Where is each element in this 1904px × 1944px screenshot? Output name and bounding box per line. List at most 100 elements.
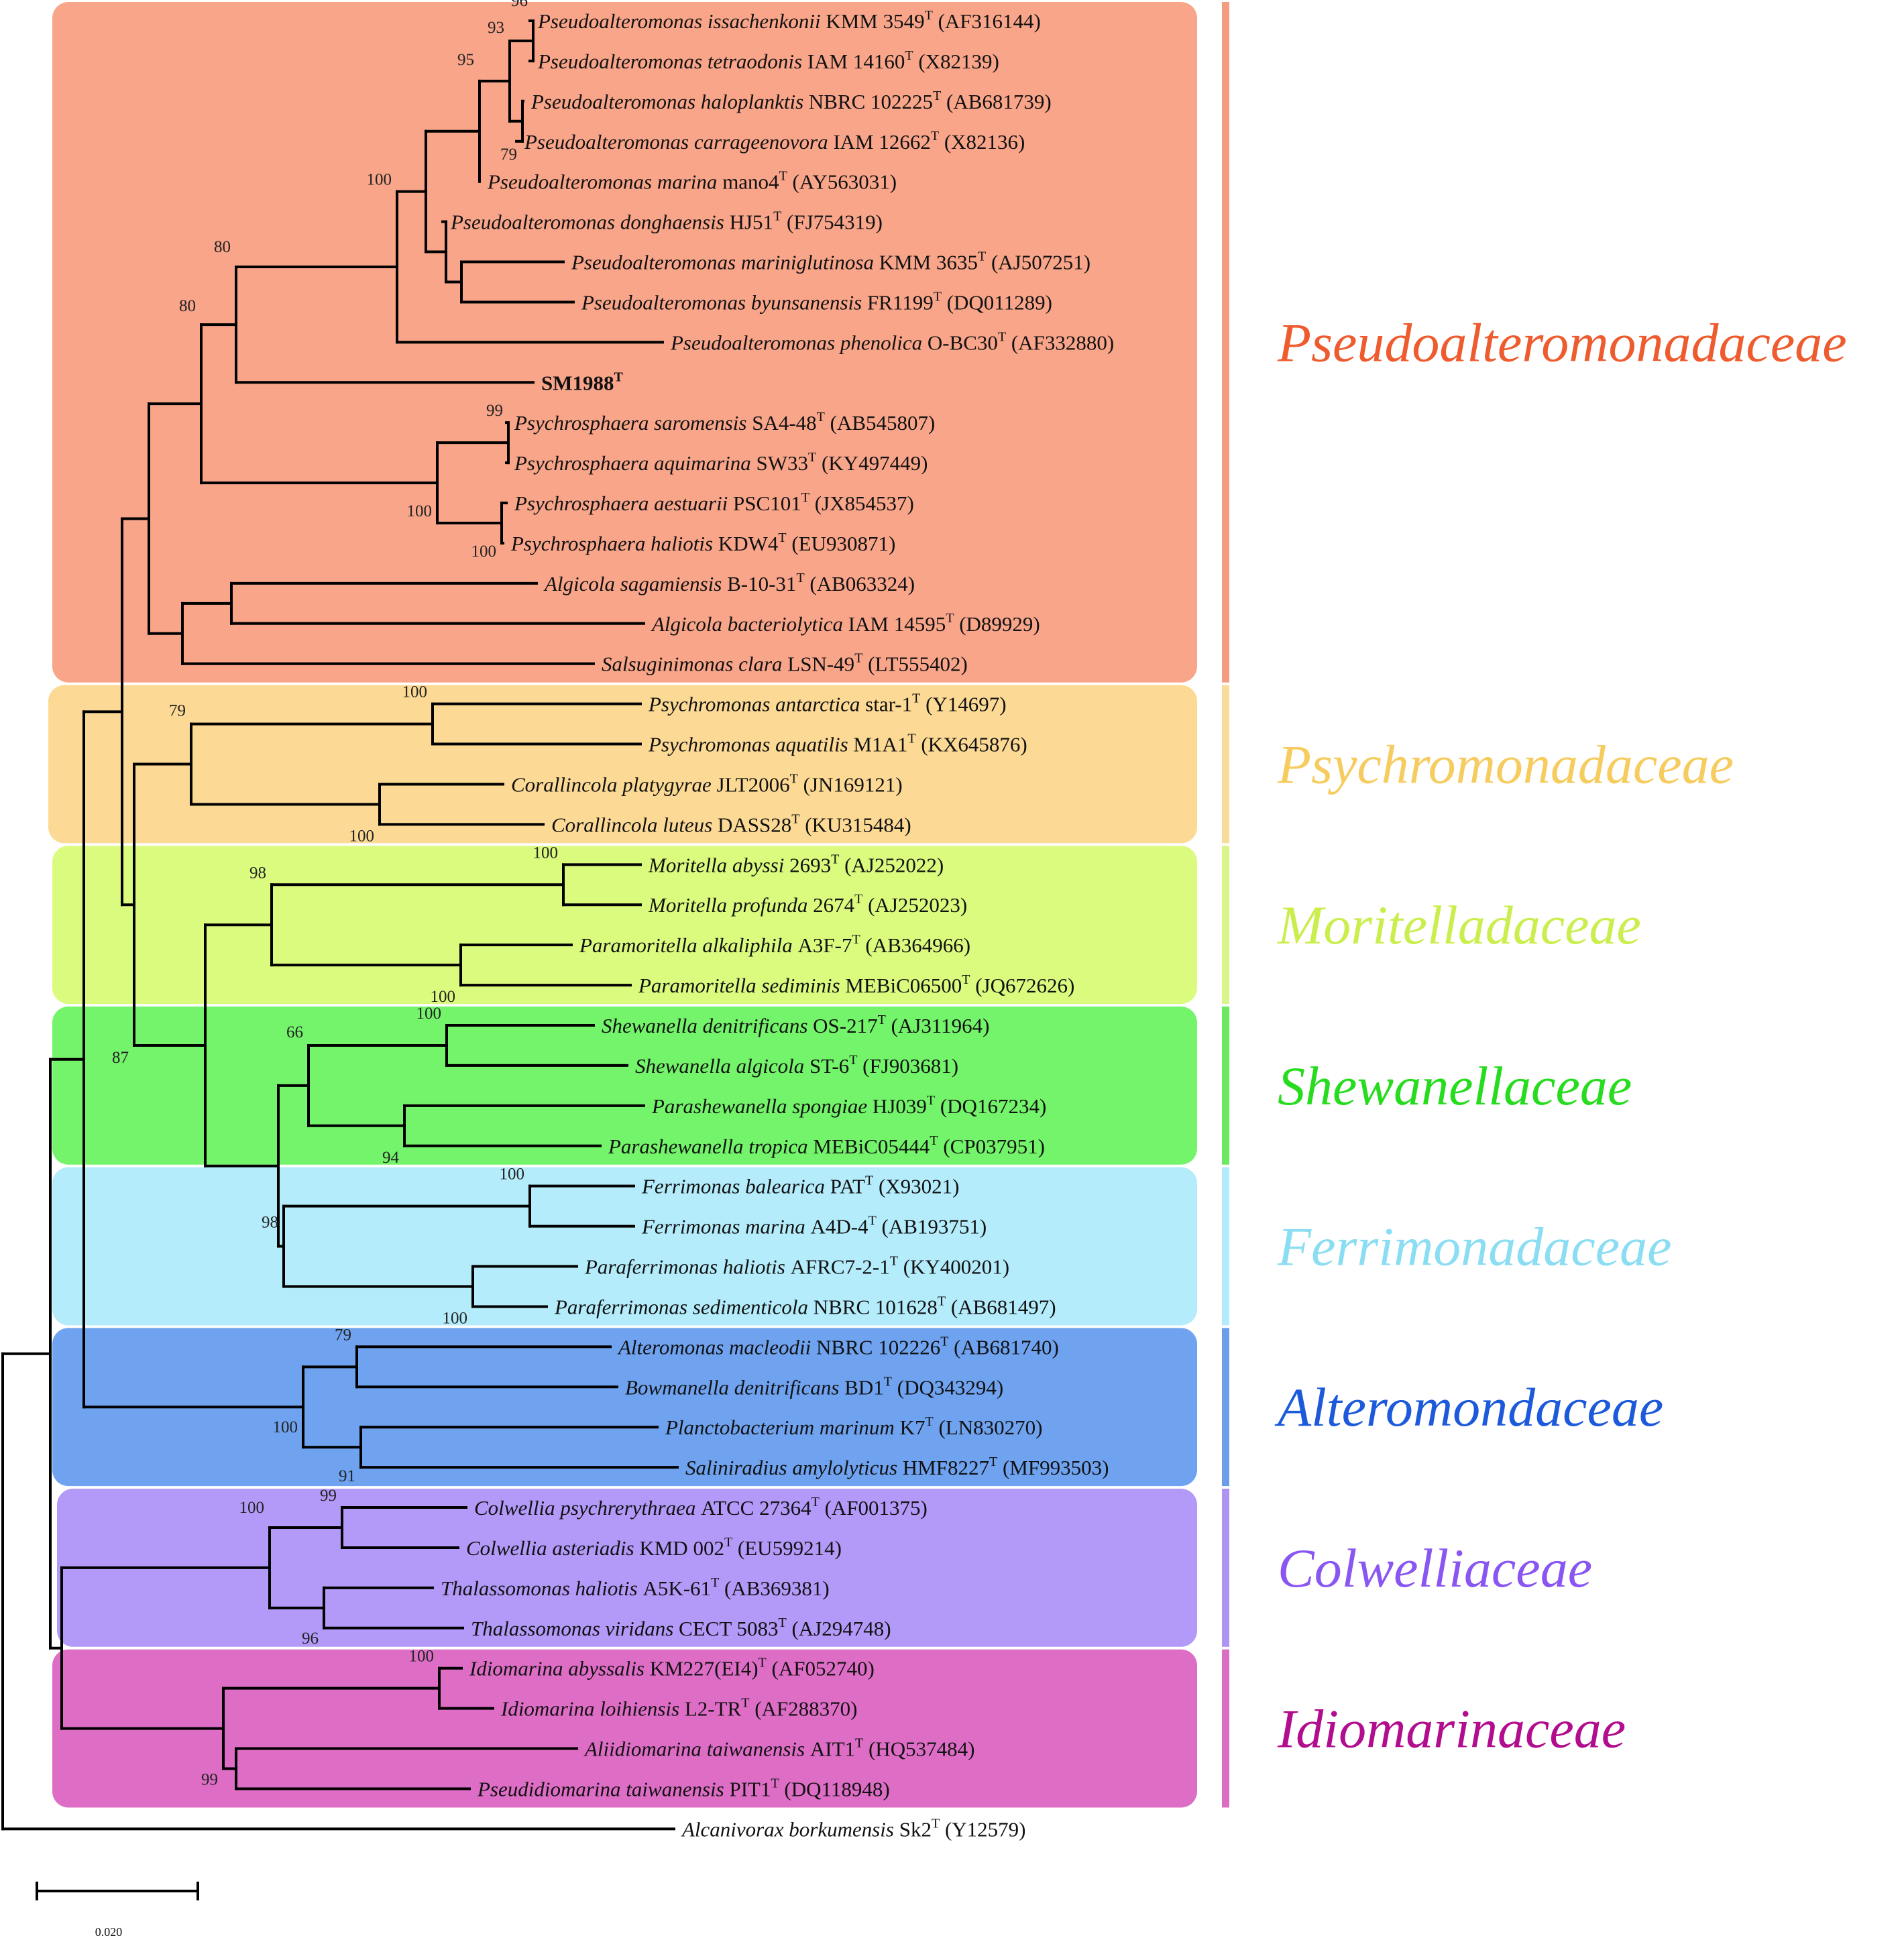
type-strain-marker: T [854,651,862,666]
taxon-species: Idiomarina abyssalis [469,1657,650,1680]
type-strain-marker: T [854,892,862,907]
taxon-label: Colwellia asteriadis KMD 002T (EU599214) [466,1535,842,1560]
taxon-accession: (DQ167234) [935,1094,1046,1118]
taxon-label: Thalassomonas haliotis A5K-61T (AB369381… [441,1575,830,1600]
taxon-species: Planctobacterium marinum [665,1416,900,1439]
taxon-strain: PSC101 [733,492,801,515]
taxon-strain: PIT1 [729,1777,771,1800]
taxon-label: Psychromonas antarctica star-1T (Y14697) [648,691,1007,716]
taxon-accession: (DQ011289) [942,290,1052,314]
taxon-strain: 2674 [813,893,855,917]
taxon-strain: MEBiC05444 [813,1135,930,1158]
taxon-strain: K7 [900,1416,926,1439]
family-bar-psychro [1222,685,1229,844]
taxon-accession: (KY497449) [816,451,928,475]
taxon-strain: JLT2006 [717,773,790,796]
type-strain-marker: T [930,1133,938,1148]
type-strain-marker: T [989,1454,997,1469]
type-strain-marker: T [773,209,781,224]
taxon-accession: (AB681740) [948,1335,1058,1359]
taxon-label: Pseudoalteromonas carrageenovora IAM 126… [524,129,1025,154]
type-strain-marker: T [927,1093,935,1108]
taxon-strain: OS-217 [813,1014,877,1037]
family-bar-ferri [1222,1167,1229,1326]
type-strain-marker: T [614,369,624,384]
taxon-label: Alcanivorax borkumensis Sk2T (Y12579) [681,1816,1025,1841]
bootstrap-value: 100 [471,542,497,561]
family-label-ferri: Ferrimonadaceae [1277,1216,1672,1277]
family-bar-shew [1222,1007,1229,1165]
taxon-label: Ferrimonas marina A4D-4T (AB193751) [641,1214,987,1239]
taxon-accession: (AB681497) [946,1295,1056,1318]
taxon-accession: (MF993503) [997,1456,1109,1479]
taxon-accession: (AB681739) [941,90,1051,113]
taxon-strain: SM1988 [541,371,614,394]
family-label-idio: Idiomarinaceae [1277,1699,1626,1760]
bootstrap-value: 96 [511,0,528,10]
type-strain-marker: T [796,571,804,585]
taxon-label: Parashewanella spongiae HJ039T (DQ167234… [651,1093,1046,1118]
taxon-species: Shewanella denitrificans [602,1014,813,1037]
taxon-label: Paraferrimonas haliotis AFRC7-2-1T (KY40… [584,1254,1009,1279]
taxon-species: Algicola bacteriolytica [651,612,848,636]
taxon-label: Parashewanella tropica MEBiC05444T (CP03… [608,1133,1045,1158]
taxon-label: Pseudidiomarina taiwanensis PIT1T (DQ118… [477,1776,890,1800]
taxon-accession: (Y12579) [940,1817,1025,1841]
taxon-accession: (EU599214) [732,1536,842,1560]
taxon-species: Psychrosphaera haliotis [510,532,718,555]
taxon-accession: (EU930871) [787,532,896,555]
taxon-label: Colwellia psychrerythraea ATCC 27364T (A… [474,1495,928,1520]
type-strain-marker: T [890,1254,898,1269]
bootstrap-value: 79 [500,146,517,164]
type-strain-marker: T [998,329,1006,344]
taxon-label: Pseudoalteromonas haloplanktis NBRC 1022… [530,89,1052,113]
taxon-strain: LSN-49 [787,652,854,676]
type-strain-marker: T [912,691,920,706]
taxon-strain: HMF8227 [903,1456,989,1479]
taxon-strain: ST-6 [809,1054,849,1078]
bootstrap-values: 9693799510080809910010010079100100981001… [112,0,558,1789]
type-strain-marker: T [933,89,941,103]
taxon-accession: (FJ754319) [781,211,883,234]
taxon-strain: O-BC30 [928,331,998,354]
taxon-label: Shewanella denitrificans OS-217T (AJ3119… [602,1013,990,1037]
taxon-species: Ferrimonas marina [641,1215,810,1239]
taxon-accession: (KU315484) [799,813,911,836]
taxon-label: Psychrosphaera haliotis KDW4T (EU930871) [510,530,895,555]
family-label-psychro: Psychromonadaceae [1277,734,1734,795]
taxon-label: Pseudoalteromonas byunsanensis FR1199T (… [581,289,1052,314]
taxon-label: Psychromonas aquatilis M1A1T (KX645876) [648,732,1027,756]
taxon-species: Ferrimonas balearica [641,1175,830,1198]
taxon-species: Parashewanella spongiae [651,1094,873,1118]
type-strain-marker: T [946,611,954,626]
taxon-strain: KMM 3549 [826,9,924,33]
taxon-strain: CECT 5083 [679,1617,778,1640]
taxon-accession: (X93021) [873,1175,959,1198]
taxon-accession: (JX854537) [809,492,914,515]
taxon-label: Algicola sagamiensis B-10-31T (AB063324) [543,571,915,595]
taxon-accession: (AB369381) [719,1577,829,1600]
taxon-label: Paramoritella sediminis MEBiC06500T (JQ6… [638,972,1074,997]
taxon-species: Parashewanella tropica [608,1135,813,1158]
taxon-strain: NBRC 101628 [814,1295,938,1318]
taxon-strain: KMM 3635 [879,251,978,274]
family-label-morit: Moritelladaceae [1277,895,1641,956]
type-strain-marker: T [801,490,809,505]
taxon-species: Psychromonas antarctica [648,693,865,716]
taxon-strain: mano4 [722,170,779,194]
type-strain-marker: T [811,1495,820,1509]
taxon-accession: (AF332880) [1006,331,1114,354]
type-strain-marker: T [932,1816,940,1831]
type-strain-marker: T [849,1053,857,1068]
taxon-accession: (LN830270) [934,1416,1043,1439]
taxon-label: Algicola bacteriolytica IAM 14595T (D899… [651,611,1040,636]
bootstrap-value: 87 [112,1049,129,1067]
taxon-label: Paraferrimonas sedimenticola NBRC 101628… [554,1294,1056,1318]
family-bar-idio [1222,1649,1229,1808]
taxon-strain: HJ51 [730,211,773,234]
taxon-species: Colwellia psychrerythraea [474,1496,701,1520]
bootstrap-value: 66 [286,1023,303,1041]
taxon-species: Psychromonas aquatilis [648,733,853,756]
type-strain-marker: T [865,1174,873,1188]
taxon-accession: (X82139) [913,50,999,73]
